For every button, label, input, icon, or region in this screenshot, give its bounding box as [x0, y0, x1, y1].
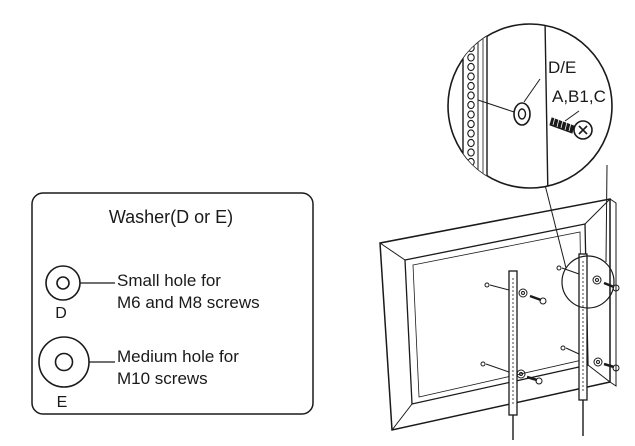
tv-illustration — [379, 164, 620, 440]
detail-bracket — [462, 29, 488, 188]
detail-screw-icon — [549, 116, 593, 140]
washer-e-letter: E — [57, 394, 68, 411]
bracket-slot-hole — [467, 91, 475, 100]
washer-d-letter: D — [55, 305, 67, 322]
washer-e-line1: Medium hole for — [117, 347, 239, 366]
detail-washer-icon — [513, 102, 531, 126]
detail-washer-leader — [477, 99, 515, 113]
detail-tv-edge — [544, 24, 549, 188]
bracket-slot-hole — [467, 110, 475, 119]
bracket-slot-hole — [467, 148, 475, 157]
zoom-connector-right — [605, 164, 608, 263]
washer-legend: Washer(D or E) D Small hole for M6 and M… — [31, 192, 314, 415]
bracket-slot-hole — [467, 119, 475, 129]
magnified-detail: D/E A,B1,C — [447, 23, 613, 189]
tv-bevel-lines — [379, 198, 611, 431]
detail-de-leader — [523, 78, 541, 103]
tv-screw-set-4 — [560, 345, 620, 372]
washer-d-icon — [45, 265, 81, 301]
washer-e-icon — [38, 336, 90, 388]
tv-outer-frame — [379, 198, 611, 431]
tv-side-depth — [609, 198, 617, 387]
bracket-slot-hole — [467, 129, 475, 138]
washer-d-line2: M6 and M8 screws — [117, 293, 260, 312]
zoom-source-circle — [561, 255, 615, 309]
tv-bracket-left — [508, 270, 518, 440]
tv-screw-set-1 — [484, 282, 547, 305]
bracket-slot-hole — [467, 167, 475, 176]
detail-washer-label: D/E — [548, 58, 576, 77]
washer-legend-title: Washer(D or E) — [109, 207, 233, 227]
washer-e-line2: M10 screws — [117, 369, 208, 388]
bracket-slot-hole — [467, 81, 475, 91]
detail-screw-label: A,B1,C — [552, 87, 606, 106]
washer-legend-frame — [31, 192, 314, 415]
tv-screw-set-2 — [480, 361, 543, 385]
bracket-slot-hole — [467, 62, 475, 72]
washer-d-line1: Small hole for — [117, 271, 221, 290]
bracket-slot-hole — [467, 53, 475, 62]
bracket-slot-hole — [467, 100, 475, 110]
bracket-slot-hole — [467, 72, 475, 81]
detail-screw-leader — [564, 110, 580, 122]
bracket-slot-hole — [467, 157, 475, 167]
tv-bracket-right — [578, 253, 588, 436]
bracket-slot-hole — [467, 138, 475, 148]
